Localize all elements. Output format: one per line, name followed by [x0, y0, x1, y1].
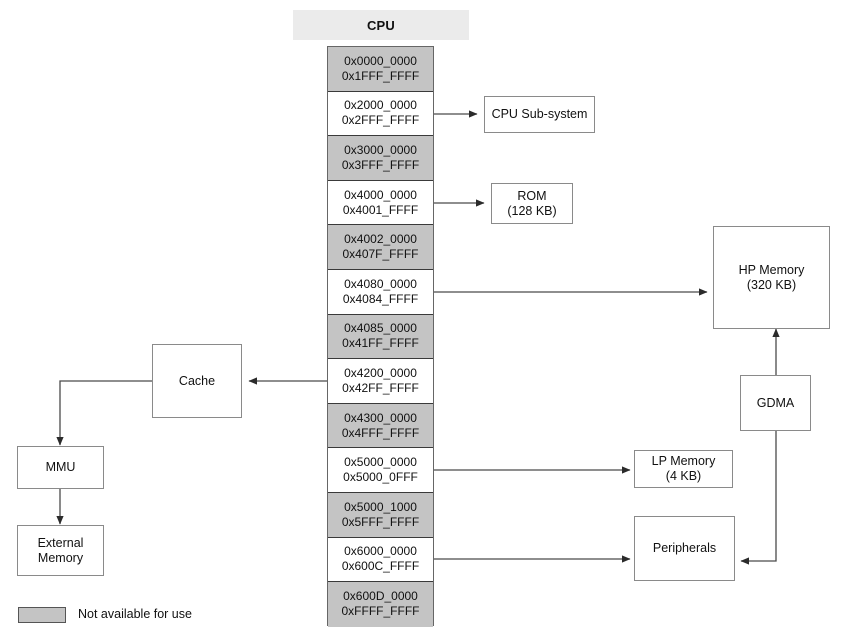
memory-row[interactable]: 0x6000_0000 0x600C_FFFF — [328, 537, 433, 583]
block-label: CPU Sub-system — [491, 107, 588, 121]
legend-swatch-unavailable — [18, 607, 66, 623]
memory-row-start: 0x5000_0000 — [344, 455, 417, 470]
memory-row-end: 0x4FFF_FFFF — [341, 425, 420, 440]
memory-row-start: 0x2000_0000 — [344, 98, 417, 113]
memory-row[interactable]: 0x5000_0000 0x5000_0FFF — [328, 448, 433, 493]
memory-row-start: 0x5000_1000 — [344, 499, 417, 514]
legend-label-unavailable: Not available for use — [78, 607, 192, 621]
memory-row[interactable]: 0x4200_0000 0x42FF_FFFF — [328, 359, 433, 404]
memory-row-start: 0x4200_0000 — [344, 365, 417, 380]
memory-row-start: 0x4300_0000 — [344, 410, 417, 425]
block-label: Cache — [178, 373, 216, 388]
memory-row[interactable]: 0x4000_0000 0x4001_FFFF — [328, 180, 433, 226]
wire-gdma-peripherals — [740, 430, 777, 565]
block-sublabel: (128 KB) — [507, 203, 557, 218]
block-label: GDMA — [756, 395, 795, 410]
memory-row-end: 0x41FF_FFFF — [342, 336, 419, 351]
memory-row-end: 0x1FFF_FFFF — [341, 68, 420, 83]
memory-row-end: 0x42FF_FFFF — [342, 380, 419, 395]
block-label: ROM — [517, 188, 547, 203]
memory-row-end: 0x5000_0FFF — [343, 470, 418, 485]
memory-row[interactable]: 0x600D_0000 0xFFFF_FFFF — [328, 582, 433, 627]
memory-row-end: 0xFFFF_FFFF — [341, 604, 420, 619]
block-rom[interactable]: ROM (128 KB) — [491, 183, 573, 224]
cpu-header-label: CPU — [366, 17, 396, 33]
block-mmu[interactable]: MMU — [17, 446, 104, 489]
cpu-column-header: CPU — [293, 10, 469, 40]
memory-row-start: 0x4085_0000 — [344, 321, 417, 336]
block-label: Peripherals — [652, 541, 717, 555]
memory-row-end: 0x407F_FFFF — [342, 247, 419, 262]
memory-row-start: 0x0000_0000 — [344, 53, 417, 68]
block-label: LP Memory — [651, 454, 716, 468]
memory-row[interactable]: 0x5000_1000 0x5FFF_FFFF — [328, 492, 433, 538]
block-sublabel: Memory — [37, 550, 84, 565]
memory-row[interactable]: 0x4085_0000 0x41FF_FFFF — [328, 314, 433, 360]
memory-row-start: 0x4002_0000 — [344, 232, 417, 247]
memory-row-start: 0x4080_0000 — [344, 276, 417, 291]
block-label: MMU — [45, 460, 76, 474]
block-cache[interactable]: Cache — [152, 344, 242, 418]
memory-row[interactable]: 0x3000_0000 0x3FFF_FFFF — [328, 136, 433, 181]
memory-row-start: 0x6000_0000 — [344, 544, 417, 559]
memory-row-end: 0x5FFF_FFFF — [341, 514, 420, 529]
memory-row[interactable]: 0x2000_0000 0x2FFF_FFFF — [328, 91, 433, 137]
memory-row-end: 0x600C_FFFF — [341, 559, 420, 574]
block-cpu-subsystem[interactable]: CPU Sub-system — [484, 96, 595, 133]
memory-row[interactable]: 0x0000_0000 0x1FFF_FFFF — [328, 47, 433, 92]
memory-row-end: 0x4001_FFFF — [342, 202, 419, 217]
block-hp-memory[interactable]: HP Memory (320 KB) — [713, 226, 830, 329]
block-label: External — [37, 535, 84, 550]
block-peripherals[interactable]: Peripherals — [634, 516, 735, 581]
block-lp-memory[interactable]: LP Memory (4 KB) — [634, 450, 733, 488]
memory-row[interactable]: 0x4300_0000 0x4FFF_FFFF — [328, 403, 433, 449]
block-sublabel: (320 KB) — [746, 277, 797, 292]
memory-row-end: 0x2FFF_FFFF — [341, 113, 420, 128]
memory-row[interactable]: 0x4080_0000 0x4084_FFFF — [328, 269, 433, 315]
memory-row-start: 0x4000_0000 — [344, 187, 417, 202]
memory-row-end: 0x4084_FFFF — [342, 291, 419, 306]
wire-cache-mmu — [56, 380, 152, 446]
memory-row-start: 0x600D_0000 — [343, 589, 418, 604]
block-label: HP Memory — [738, 262, 805, 277]
memory-row-start: 0x3000_0000 — [344, 142, 417, 157]
memory-row-end: 0x3FFF_FFFF — [341, 157, 420, 172]
block-gdma[interactable]: GDMA — [740, 375, 811, 431]
block-external-memory[interactable]: External Memory — [17, 525, 104, 576]
cpu-memory-map: 0x0000_0000 0x1FFF_FFFF 0x2000_0000 0x2F… — [327, 46, 434, 627]
block-sublabel: (4 KB) — [665, 469, 702, 483]
memory-row[interactable]: 0x4002_0000 0x407F_FFFF — [328, 225, 433, 270]
